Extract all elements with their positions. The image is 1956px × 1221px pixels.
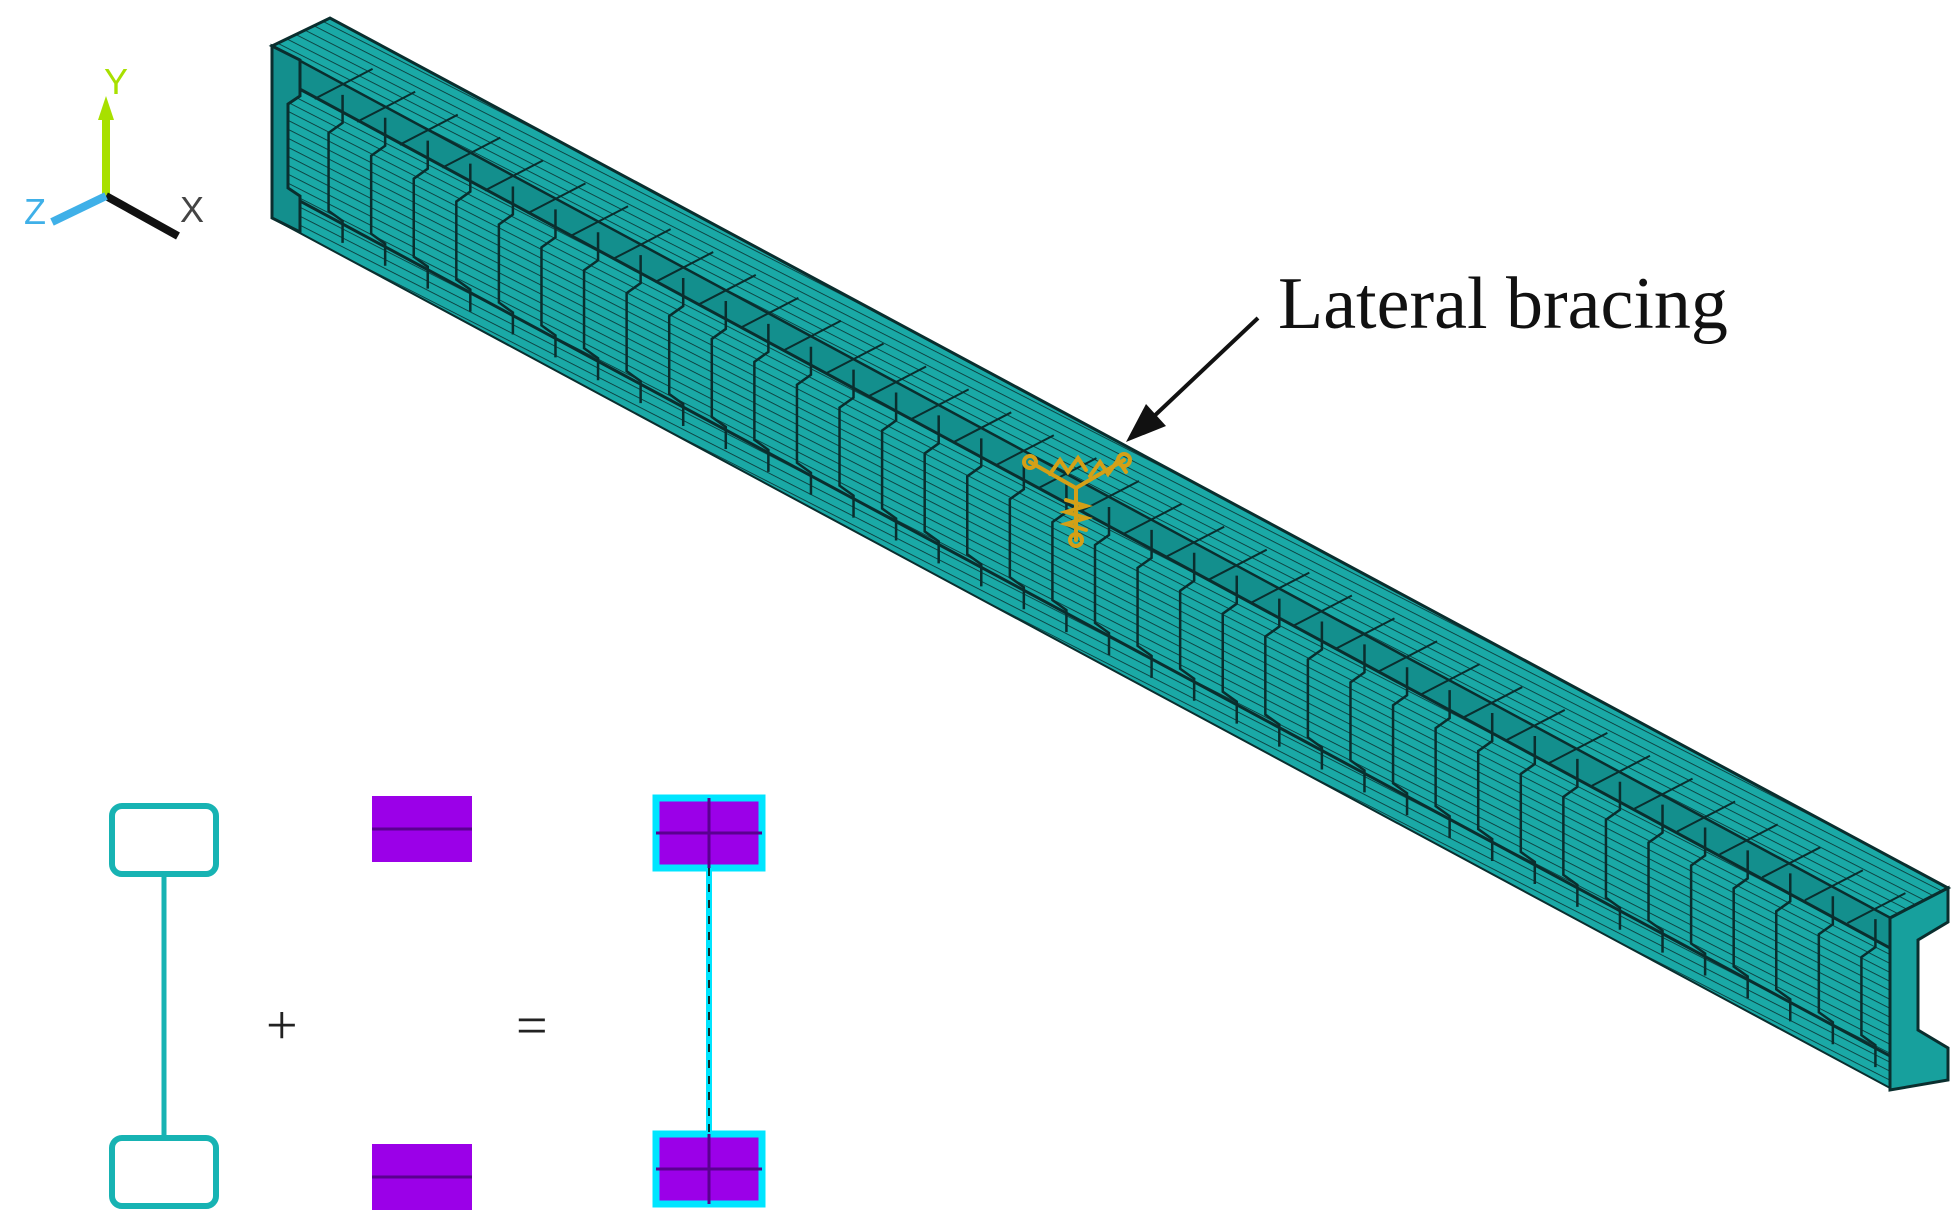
bracing-callout: Lateral bracing <box>1126 263 1728 442</box>
axis-z-label: Z <box>24 191 46 232</box>
composite-section <box>652 794 766 1208</box>
mesh-flange-line <box>441 136 501 169</box>
mesh-division-line <box>369 117 387 266</box>
mesh-division-line <box>795 346 813 495</box>
mesh-division-line <box>1647 804 1664 953</box>
mesh-division-line <box>1732 850 1749 999</box>
mesh-flange-line <box>867 365 927 398</box>
mesh-flange-line <box>782 319 842 352</box>
mesh-flange-line <box>697 274 757 306</box>
mesh-flange-line <box>1293 594 1353 627</box>
steel-hollow-flange-section <box>109 803 219 1209</box>
callout-arrowhead <box>1126 404 1166 442</box>
xyz-triad-icon: Y Z X <box>24 61 204 240</box>
mesh-division-line <box>1604 781 1622 930</box>
mesh-division-line <box>1306 621 1324 770</box>
mesh-flange-line <box>569 205 629 238</box>
mesh-division-line <box>582 232 600 381</box>
mesh-division-line <box>1093 507 1111 655</box>
mesh-division-line <box>966 438 983 587</box>
mesh-division-line <box>1476 713 1494 862</box>
mesh-flange-line <box>1506 709 1566 741</box>
mesh-division-line <box>412 140 429 289</box>
mesh-flange-line <box>1591 754 1651 787</box>
section-composition-diagram: + = <box>109 794 766 1210</box>
i-beam-mesh-model <box>268 16 1952 1092</box>
mesh-division-line <box>1008 461 1026 610</box>
mesh-division-line <box>625 255 642 404</box>
mesh-flange-line <box>654 251 714 283</box>
spring-support-icon <box>1022 452 1132 548</box>
mesh-flange-line <box>995 434 1055 467</box>
mesh-flange-line <box>612 228 672 261</box>
mesh-flange-line <box>1165 525 1225 558</box>
lateral-bracing-label: Lateral bracing <box>1278 263 1728 345</box>
mesh-division-line <box>1562 758 1579 907</box>
mesh-flange-line <box>356 90 416 123</box>
top-flange-edge <box>271 44 1891 950</box>
mesh-division-line <box>497 186 515 335</box>
mesh-division-line <box>753 323 770 472</box>
mesh-division-line <box>1264 598 1281 747</box>
mesh-division-line <box>1817 896 1835 1045</box>
beam-left-end-section <box>270 43 302 235</box>
mesh-division-line <box>1136 529 1153 678</box>
mesh-flange-line <box>1761 846 1821 879</box>
mesh-flange-line <box>1123 503 1183 535</box>
mesh-division-line <box>923 415 940 564</box>
mesh-division-line <box>1519 735 1537 884</box>
mesh-flange-line <box>1804 869 1864 902</box>
mesh-flange-line <box>1208 548 1268 581</box>
beam-right-end-section <box>1888 885 1950 1092</box>
mesh-flange-line <box>1719 823 1779 856</box>
mesh-division-line <box>1178 552 1196 701</box>
mesh-division-line <box>1051 484 1068 633</box>
mesh-flange-line <box>952 411 1012 444</box>
axis-x-label: X <box>180 189 204 230</box>
equals-sign: = <box>516 995 548 1057</box>
mesh-division-line <box>1434 690 1451 839</box>
mesh-flange-line <box>1634 777 1693 810</box>
mesh-division-line <box>1689 827 1707 976</box>
mesh-division-line <box>838 369 855 518</box>
mesh-division-line <box>455 163 472 312</box>
mesh-division-line <box>1391 667 1409 816</box>
mesh-division-line <box>710 300 728 449</box>
mesh-division-line <box>540 209 557 358</box>
mesh-flange-line <box>825 342 884 375</box>
mesh-division-line <box>1775 873 1792 1022</box>
mesh-flange-line <box>1846 892 1906 924</box>
mesh-flange-line <box>527 182 586 215</box>
mesh-flange-line <box>314 68 374 100</box>
mesh-division-line <box>1221 575 1238 724</box>
mesh-division-line <box>1349 644 1366 793</box>
mesh-division-line <box>327 94 344 243</box>
mesh-element-lines <box>314 68 1906 1068</box>
mesh-flange-line <box>1463 686 1523 718</box>
mesh-flange-line <box>399 113 459 146</box>
mesh-flange-line <box>484 159 544 192</box>
mesh-division-line <box>1860 919 1877 1068</box>
mesh-flange-line <box>1421 663 1481 696</box>
mesh-flange-line <box>739 296 799 329</box>
callout-arrow-shaft <box>1148 316 1260 422</box>
axis-y-label: Y <box>104 61 128 102</box>
mesh-flange-line <box>1378 640 1438 673</box>
mesh-flange-line <box>910 388 970 421</box>
mesh-flange-line <box>1548 731 1608 764</box>
mesh-flange-line <box>1250 571 1310 604</box>
plus-sign: + <box>266 995 298 1057</box>
mesh-flange-line <box>1676 800 1736 833</box>
mesh-flange-line <box>1336 617 1395 650</box>
concrete-infill-blocks <box>372 796 472 1210</box>
mesh-division-line <box>880 392 898 541</box>
mesh-division-line <box>667 278 685 427</box>
